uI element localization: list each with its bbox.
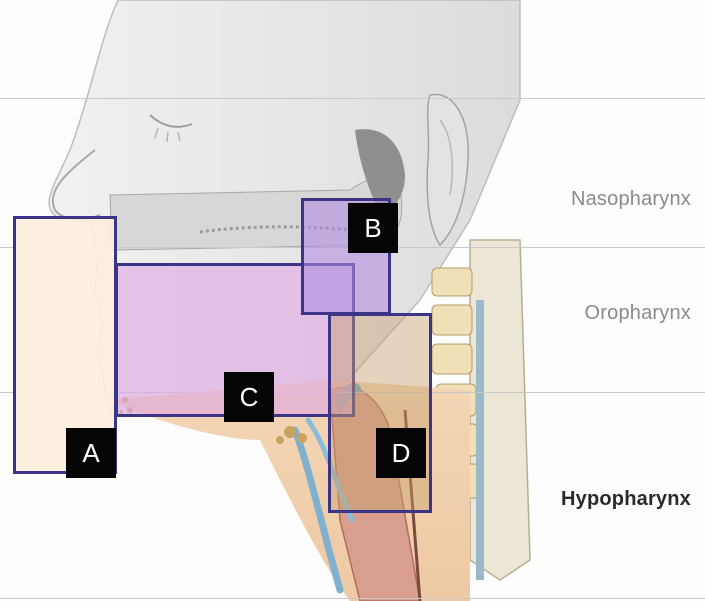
region-label-hypopharynx: Hypopharynx: [561, 488, 691, 511]
tag-a: A: [66, 428, 116, 478]
tag-d: D: [376, 428, 426, 478]
region-label-oropharynx: Oropharynx: [585, 302, 692, 325]
divider-line: [0, 98, 705, 99]
tag-c: C: [224, 372, 274, 422]
tag-b: B: [348, 203, 398, 253]
box-d: [328, 313, 432, 513]
region-label-nasopharynx: Nasopharynx: [571, 188, 691, 211]
divider-line: [0, 598, 705, 599]
